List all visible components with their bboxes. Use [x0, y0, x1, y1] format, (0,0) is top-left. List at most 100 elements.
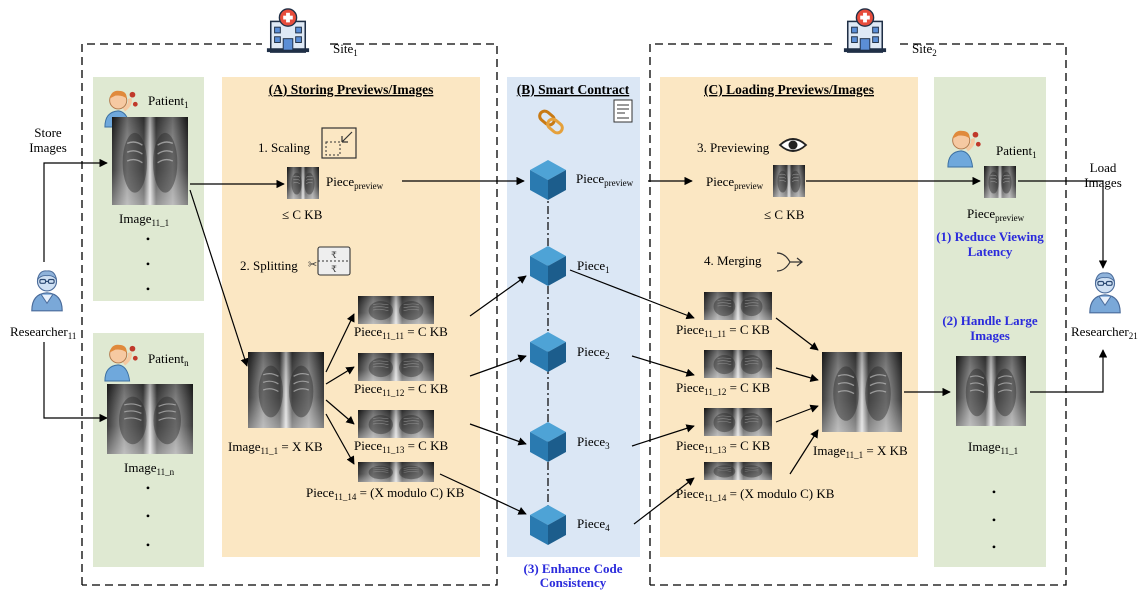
arrow-merge — [775, 317, 819, 351]
svg-text:✂: ✂ — [308, 259, 317, 271]
arrow-image-to-researcher — [1030, 349, 1108, 393]
researcher-label: Researcher11 — [10, 324, 76, 341]
piece-strip — [704, 408, 772, 436]
svg-text:₹: ₹ — [331, 264, 337, 274]
piece-strip — [358, 353, 434, 381]
contract-document-icon — [613, 99, 633, 123]
arrow-split — [325, 413, 355, 465]
right-preview-label: Piecepreview — [967, 206, 1025, 223]
contract-piece-label: Piece2 — [577, 344, 610, 361]
researcher-icon — [1089, 272, 1121, 314]
contract-piece-label: Piece3 — [577, 434, 610, 451]
storing-preview-label: Piecepreview — [326, 174, 384, 191]
chain-link-icon — [538, 109, 564, 135]
arrow-piece-to-contract — [469, 354, 527, 377]
site2-label: Site2 — [912, 41, 937, 58]
contract-piece-label: Piecepreview — [576, 171, 634, 188]
image-top-label: Image11_1 — [119, 211, 169, 228]
arrow-store-top — [43, 158, 108, 262]
contract-panel — [507, 77, 640, 557]
step-splitting-label: 2. Splitting — [240, 258, 298, 273]
xray-image-bottom — [107, 384, 193, 454]
site1-label: Site1 — [333, 41, 358, 58]
merged-image — [822, 352, 902, 432]
right-researcher-label: Researcher21 — [1071, 324, 1138, 341]
storing-piece-label: Piece11_13 = C KB — [354, 438, 448, 455]
ellipsis-dot: • — [146, 232, 150, 246]
ellipsis-dot: • — [146, 481, 150, 495]
section-c-title: (C) Loading Previews/Images — [704, 82, 874, 97]
ellipsis-dot: • — [146, 509, 150, 523]
arrow-split — [325, 313, 355, 373]
preview-thumbnail — [984, 166, 1016, 198]
arrow-piece-to-contract — [469, 423, 527, 446]
researcher-icon — [31, 270, 63, 312]
loading-piece-label: Piece11_13 = C KB — [676, 438, 770, 455]
loading-preview-label: Piecepreview — [706, 174, 764, 191]
arrow-merge — [775, 404, 819, 423]
right-image-label: Image11_1 — [968, 439, 1018, 456]
full-image — [248, 352, 324, 428]
xray-image-top — [112, 117, 188, 205]
arrow-contract-to-piece — [633, 477, 695, 525]
storing-piece-label: Piece11_11 = C KB — [354, 324, 448, 341]
site2-boundary — [649, 43, 1067, 586]
piece-strip — [704, 462, 772, 480]
hospital-icon — [843, 8, 887, 53]
patient-top-label: Patient1 — [148, 93, 189, 110]
arrow-split — [325, 366, 355, 385]
arrow-to-split-image — [189, 189, 249, 367]
loading-image-label: Image11_1 = X KB — [813, 443, 908, 460]
step-scaling-label: 1. Scaling — [258, 140, 310, 155]
piece-strip — [358, 410, 434, 438]
arrow-piece-to-contract — [469, 275, 527, 317]
storing-preview-size: ≤ C KB — [282, 207, 323, 222]
piece-strip — [704, 292, 772, 320]
svg-text:₹: ₹ — [331, 250, 337, 260]
arrow-contract-to-piece — [631, 424, 695, 447]
loading-piece-label: Piece11_14 = (X modulo C) KB — [676, 486, 835, 503]
hospital-icon — [266, 8, 310, 53]
storing-piece-label: Piece11_14 = (X modulo C) KB — [306, 485, 465, 502]
site1-boundary — [81, 43, 498, 586]
loading-piece-label: Piece11_11 = C KB — [676, 322, 770, 339]
merge-icon — [776, 252, 803, 272]
ellipsis-dot: • — [992, 513, 996, 527]
loading-preview-size: ≤ C KB — [764, 207, 805, 222]
loading-piece-label: Piece11_12 = C KB — [676, 380, 770, 397]
splitting-icon: ₹ ₹ ✂ — [308, 246, 351, 276]
piece-strip — [704, 350, 772, 378]
image-bottom-label: Image11_n — [124, 460, 175, 477]
piece-strip — [358, 462, 434, 482]
arrow-split — [325, 399, 355, 425]
section-b-title: (B) Smart Contract — [517, 82, 630, 97]
scaling-icon — [321, 127, 357, 159]
contract-piece-label: Piece4 — [577, 516, 610, 533]
step-previewing-label: 3. Previewing — [697, 140, 770, 155]
arrow-merge — [775, 367, 819, 382]
patient-bottom-label: Patientn — [148, 351, 189, 368]
piece-strip — [358, 296, 434, 324]
storing-image-label: Image11_1 = X KB — [228, 439, 323, 456]
loading-panel — [660, 77, 918, 557]
arrow-contract-to-piece — [631, 355, 695, 377]
arrow-load-images — [1018, 180, 1108, 269]
ellipsis-dot: • — [992, 540, 996, 554]
step-merging-label: 4. Merging — [704, 253, 762, 268]
arrow-merge — [789, 429, 819, 475]
ellipsis-dot: • — [992, 485, 996, 499]
arrow-store-bottom — [43, 342, 108, 423]
section-a-title: (A) Storing Previews/Images — [269, 82, 434, 97]
arrow-contract-to-piece — [569, 269, 695, 320]
eye-icon — [778, 138, 808, 152]
ellipsis-dot: • — [146, 538, 150, 552]
preview-thumbnail — [773, 165, 805, 197]
right-patient-label: Patient1 — [996, 143, 1037, 160]
preview-thumbnail — [287, 167, 319, 199]
ellipsis-dot: • — [146, 257, 150, 271]
